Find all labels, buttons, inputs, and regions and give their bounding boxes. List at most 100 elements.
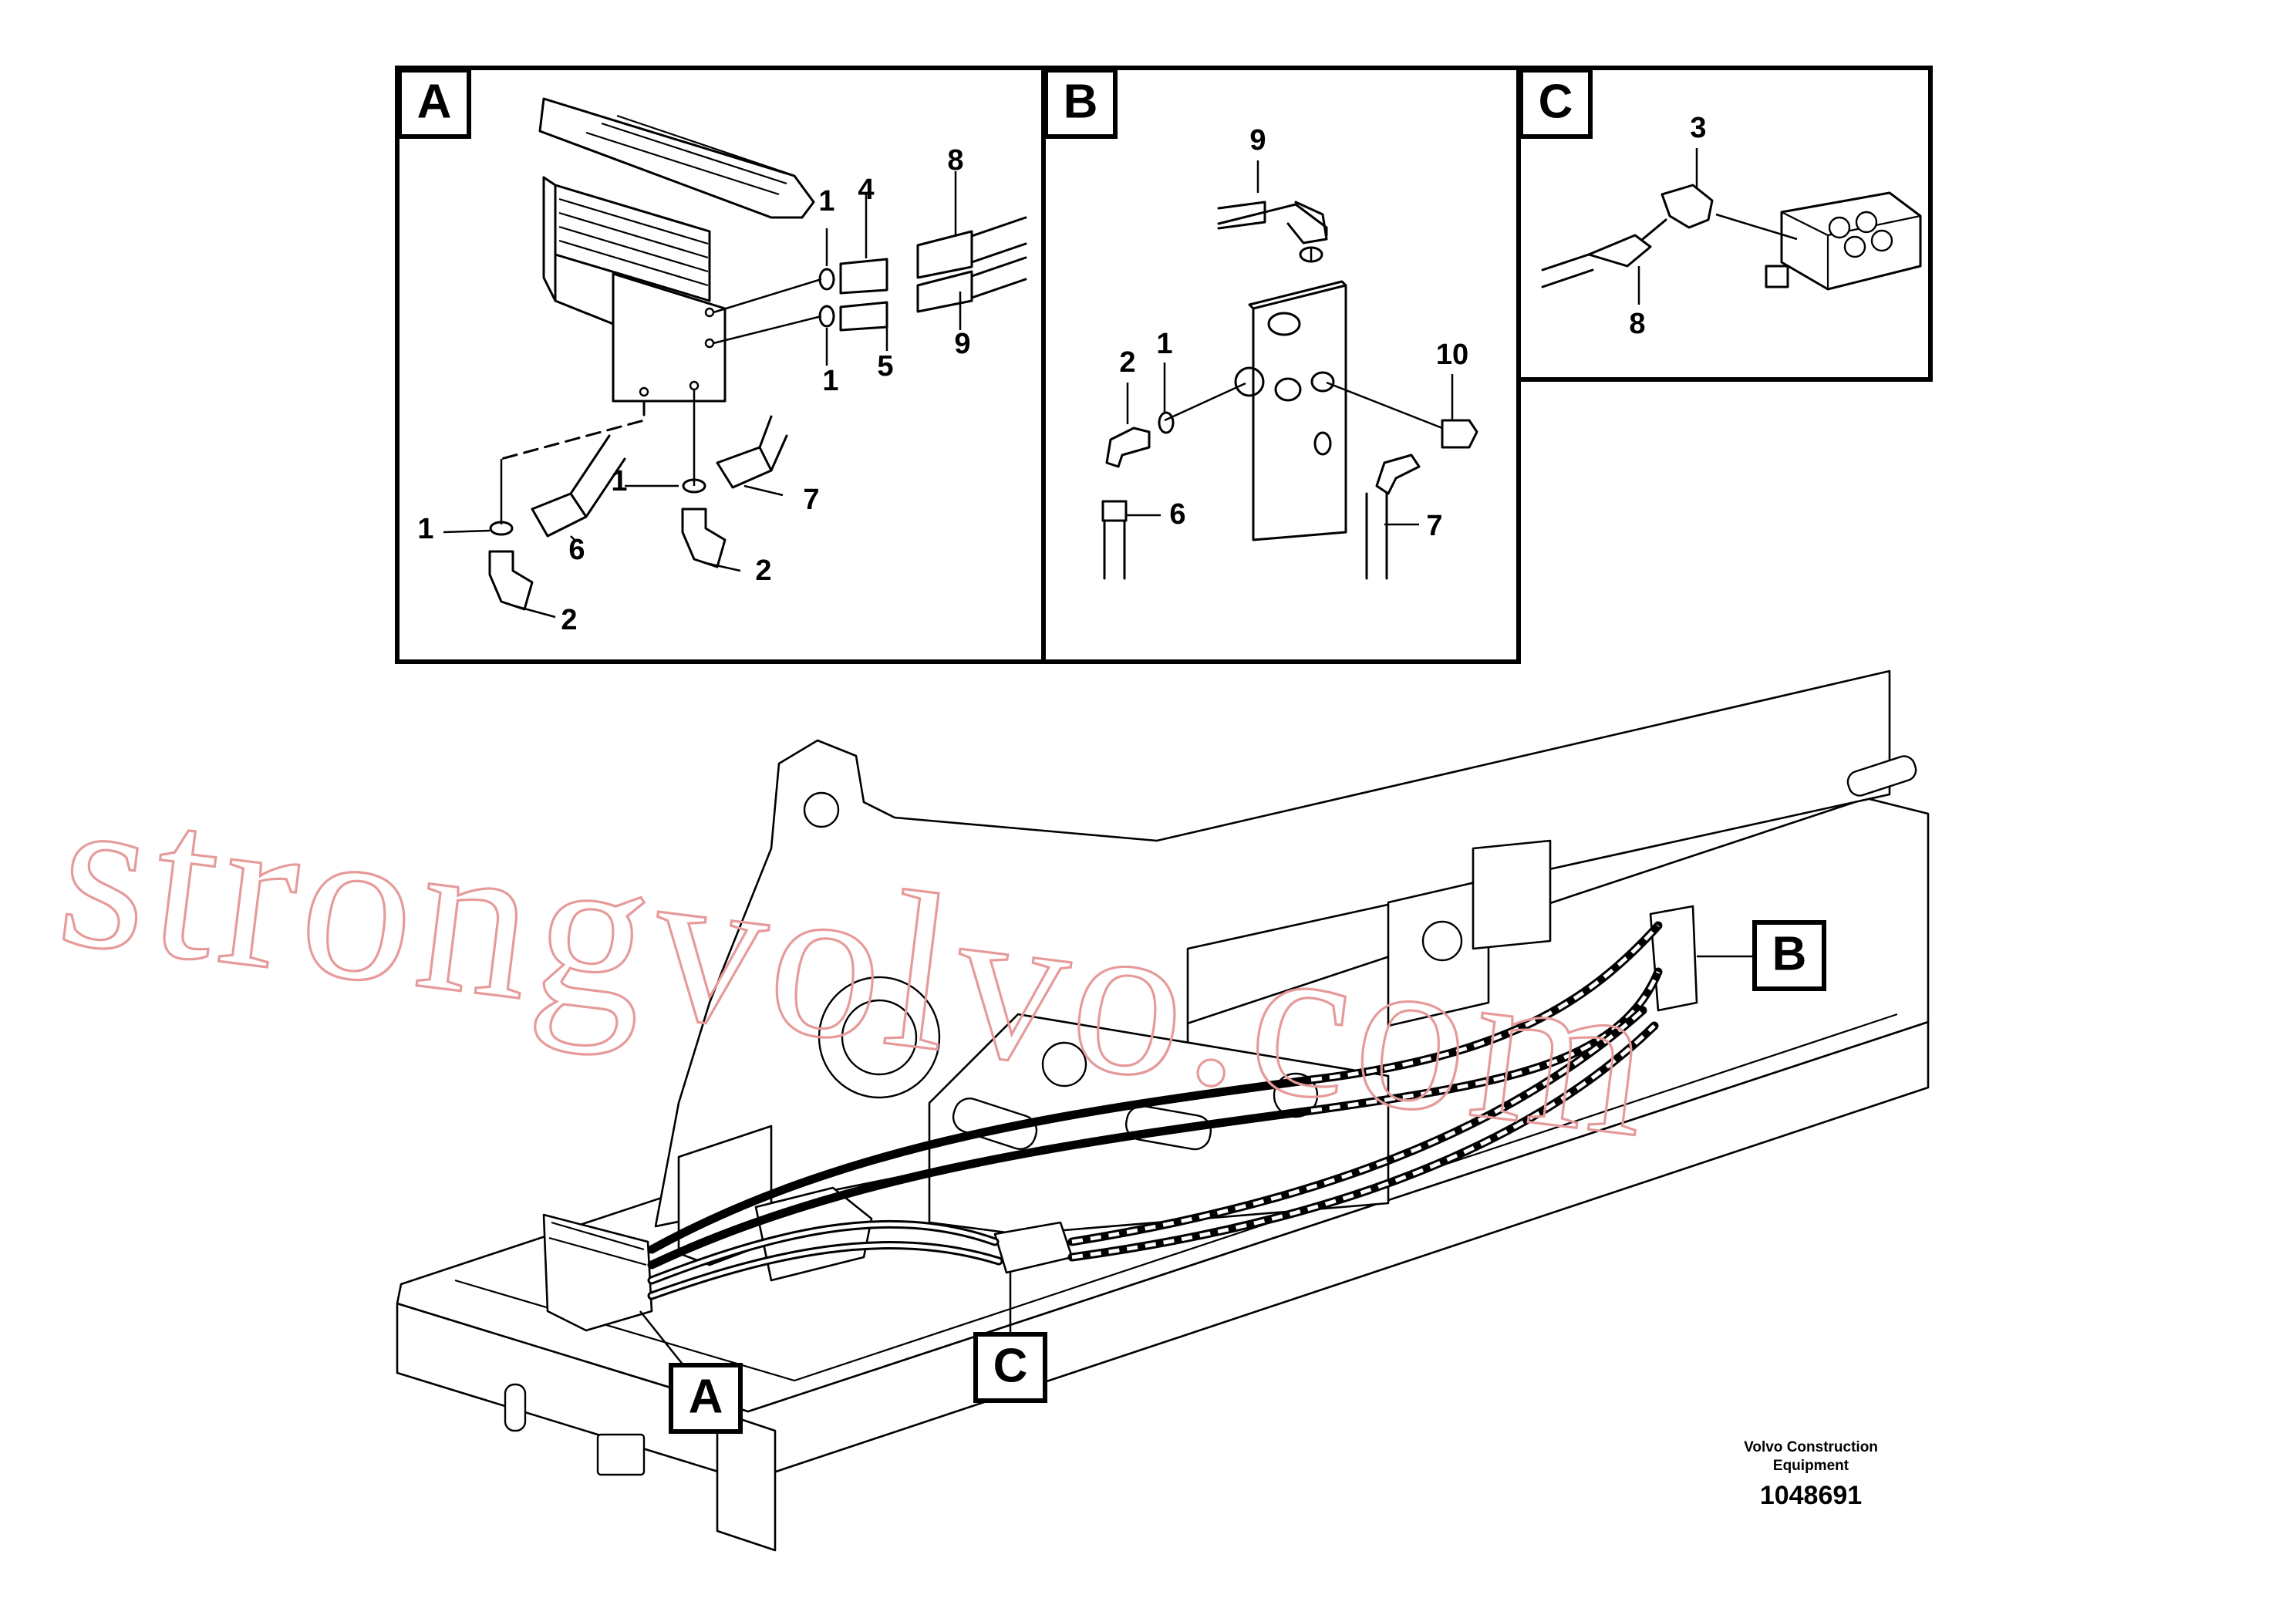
valve-bracket-side <box>542 176 557 302</box>
block-port-mid <box>1274 377 1302 402</box>
callout-a-5: 5 <box>877 350 893 383</box>
rear-bracket <box>1472 839 1552 950</box>
callout-c-8: 8 <box>1629 308 1645 340</box>
hose-8-link <box>1641 218 1667 241</box>
o-ring-bottom-right <box>682 478 706 494</box>
callout-leaders-b <box>1126 160 1454 526</box>
panel-b-frame <box>1041 66 1521 664</box>
manifold-block <box>1780 191 1922 291</box>
callout-b-6: 6 <box>1169 498 1185 531</box>
brand-line-2: Equipment <box>1773 1458 1849 1474</box>
callout-b-2: 2 <box>1119 346 1135 379</box>
pedal-plate <box>538 97 815 219</box>
callout-b-1: 1 <box>1156 328 1172 360</box>
boom-pin-hole <box>803 791 840 828</box>
marker-b-letter: B <box>1772 927 1807 980</box>
hose-9-elbow <box>1286 201 1328 244</box>
callout-a-2-left: 2 <box>561 604 577 636</box>
hose-6-b <box>1103 519 1126 580</box>
marker-a-box <box>669 1363 743 1434</box>
panel-a-frame <box>395 66 1046 664</box>
elbow-2-left <box>488 550 534 611</box>
callout-a-1-right: 1 <box>611 465 627 497</box>
callout-leaders-c <box>1637 148 1698 305</box>
callout-a-9: 9 <box>954 328 970 360</box>
tee-to-manifold-leader <box>1715 213 1798 241</box>
panel-c-tag <box>1519 68 1593 139</box>
marker-c-letter: C <box>993 1339 1028 1392</box>
callout-a-4: 4 <box>858 174 874 206</box>
hose-7-elbow <box>1375 454 1421 495</box>
pedal-ribs <box>585 114 791 196</box>
valve-block-top <box>1248 280 1347 310</box>
marker-a-letter: A <box>689 1370 723 1423</box>
hose-9-fitting <box>1217 201 1266 230</box>
callout-a-1-left: 1 <box>417 513 433 545</box>
port-hole-bottom-left <box>639 386 649 397</box>
hose-manifold-to-b-1-dash <box>1071 1009 1644 1244</box>
brand-line-1: Volvo Construction <box>1744 1439 1878 1455</box>
adapter-4 <box>839 258 888 295</box>
crossmember-hole-1 <box>1041 1041 1087 1088</box>
port-hole-bottom-right <box>689 380 700 391</box>
hose-fitting-8-c <box>1587 234 1652 268</box>
marker-b-box <box>1752 920 1826 991</box>
hoses-8-9 <box>970 216 1027 299</box>
hose-to-block-b-2 <box>647 921 1663 1254</box>
block-leaders <box>1164 247 1443 430</box>
marker-a-leader <box>639 1310 687 1370</box>
callout-a-8: 8 <box>947 144 963 177</box>
o-ring-bottom-left <box>489 521 514 536</box>
callout-a-1-mid: 1 <box>822 365 838 397</box>
callout-a-7: 7 <box>803 484 819 516</box>
callout-b-10: 10 <box>1436 339 1468 371</box>
hose-fitting-9 <box>916 270 973 313</box>
pedal-valve-ribs <box>548 1221 647 1266</box>
manifold-plug <box>1765 265 1789 288</box>
callout-leaders <box>443 171 962 619</box>
hose-to-block-b-2-dash <box>1310 924 1660 1082</box>
block-port-upper <box>1267 312 1301 336</box>
tee-fitting-3 <box>1660 184 1714 229</box>
hose-manifold-to-b-2-dash <box>1071 1024 1656 1259</box>
valve-block <box>1252 284 1347 541</box>
frame-hoses <box>647 921 1663 1300</box>
block-plug <box>1313 431 1332 456</box>
panel-c-drawing: 3 8 <box>1541 112 1922 340</box>
manifold-port-2 <box>1855 211 1878 234</box>
rear-plate-hole <box>1421 920 1463 962</box>
callout-a-2-right: 2 <box>755 555 771 587</box>
panel-a-drawing: 1 4 8 1 5 9 1 1 6 7 2 2 <box>417 97 1027 636</box>
elbow-10 <box>1441 419 1478 449</box>
block-port-left <box>1234 366 1265 397</box>
panel-b-drawing: 9 2 1 10 6 7 <box>1101 124 1478 580</box>
o-ring-upper <box>818 268 835 291</box>
hose-7-b <box>1365 492 1388 580</box>
beam-slot <box>504 1383 527 1432</box>
front-end-cap <box>716 1410 777 1552</box>
document-number: 1048691 <box>1760 1481 1862 1510</box>
callout-b-9: 9 <box>1249 124 1266 157</box>
port-hole-upper <box>704 307 715 318</box>
panel-a-tag <box>397 68 471 139</box>
manifold-port-1 <box>1828 216 1851 239</box>
hose-pedal-to-manifold-2-core <box>649 1243 1001 1298</box>
hose-fitting-8 <box>916 230 973 279</box>
panel-b-tag <box>1043 68 1118 139</box>
port-leaders-side <box>713 278 822 345</box>
panel-c-letter: C <box>1539 75 1573 128</box>
o-ring-lower <box>818 305 835 328</box>
hose-8-c <box>1541 253 1594 288</box>
elbow-2 <box>1105 427 1151 468</box>
callout-a-6: 6 <box>568 534 585 566</box>
slew-ring-inner <box>841 999 918 1076</box>
marker-c-box <box>973 1332 1047 1403</box>
o-ring-b <box>1158 411 1175 434</box>
bellows-folds <box>558 197 709 287</box>
port-hole-lower <box>704 338 715 349</box>
callout-a-1-top: 1 <box>818 185 834 218</box>
manifold-edges <box>1781 211 1921 289</box>
view-markers: A C B <box>639 920 1826 1434</box>
hose-pedal-to-manifold-1-core <box>649 1222 997 1283</box>
